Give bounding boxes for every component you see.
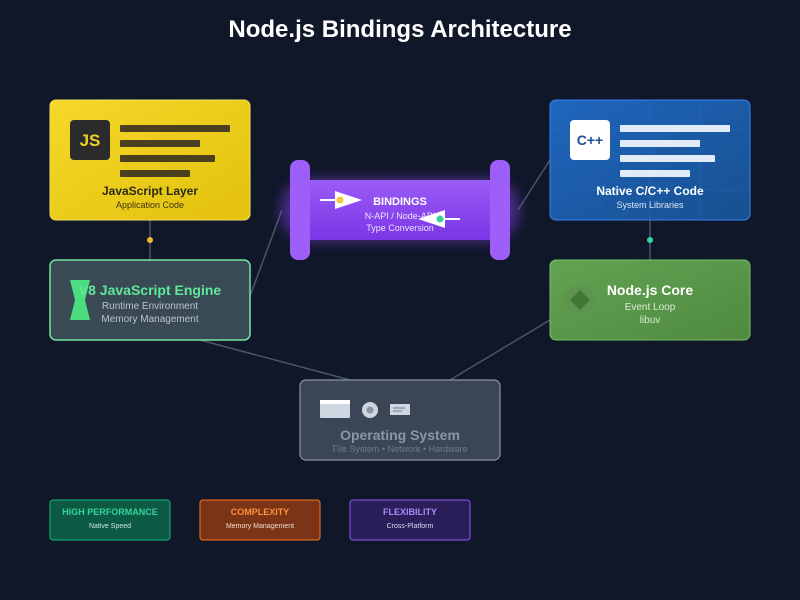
- node-core-line2: libuv: [640, 315, 661, 326]
- node-core-box: Node.js Core Event Loop libuv: [549, 259, 751, 341]
- v8-engine-box: V8 JavaScript Engine Runtime Environment…: [49, 259, 251, 341]
- cpp-layer-box: C++ Native C/C++ Code System Libraries: [549, 99, 751, 221]
- legend-high-performance-title: HIGH PERFORMANCE: [62, 507, 158, 517]
- os-title: Operating System: [340, 427, 460, 443]
- bindings-line2: Type Conversion: [366, 223, 434, 233]
- js-layer-title: JavaScript Layer: [102, 184, 198, 198]
- legend-flexibility-title: FLEXIBILITY: [383, 507, 437, 517]
- node-core-title: Node.js Core: [607, 282, 694, 298]
- cpp-layer-subtitle: System Libraries: [616, 200, 684, 210]
- legend-complexity-title: COMPLEXITY: [231, 507, 290, 517]
- legend-complexity-subtitle: Memory Management: [226, 523, 294, 530]
- connector-v8-bindings: [249, 209, 283, 297]
- js-layer-subtitle: Application Code: [116, 200, 184, 210]
- cpp-logo-icon: [570, 120, 610, 160]
- js-layer-box: JS JavaScript Layer Application Code: [49, 99, 251, 221]
- v8-engine-title: V8 JavaScript Engine: [79, 282, 222, 298]
- v8-engine-line1: Runtime Environment: [102, 301, 198, 312]
- legend-flexibility-subtitle: Cross-Platform: [387, 523, 434, 530]
- connector-dot-yellow: [147, 237, 153, 243]
- bridge-left-pillar: [290, 160, 310, 260]
- code-lines-icon: [620, 125, 730, 177]
- bridge-right-pillar: [490, 160, 510, 260]
- arrow-left-icon: [418, 210, 460, 228]
- connector-bindings-cpp: [517, 159, 551, 211]
- connector-core-os: [449, 319, 551, 381]
- node-diamond-icon: [570, 290, 590, 310]
- v8-engine-line2: Memory Management: [101, 314, 198, 325]
- bindings-bridge: BINDINGS N-API / Node-API Type Conversio…: [280, 160, 520, 260]
- os-box: Operating System File System • Network •…: [299, 379, 501, 461]
- connector-v8-os: [199, 339, 351, 381]
- os-subtitle: File System • Network • Hardware: [332, 444, 467, 454]
- js-logo-icon: [70, 120, 110, 160]
- connector-dot-teal: [647, 237, 653, 243]
- bindings-title: BINDINGS: [373, 196, 427, 208]
- legend-flexibility: FLEXIBILITY Cross-Platform: [349, 499, 471, 541]
- drive-icon: [390, 404, 410, 415]
- window-icon: [320, 400, 350, 418]
- legend-high-performance-subtitle: Native Speed: [89, 523, 131, 530]
- cpp-logo-text: C++: [577, 132, 603, 148]
- node-core-line1: Event Loop: [625, 302, 676, 313]
- page-title: Node.js Bindings Architecture: [228, 16, 572, 43]
- arrow-right-icon: [320, 191, 362, 209]
- code-lines-icon: [120, 125, 230, 177]
- legend-complexity: COMPLEXITY Memory Management: [199, 499, 321, 541]
- js-logo-text: JS: [80, 131, 101, 150]
- bindings-line1: N-API / Node-API: [365, 211, 436, 221]
- cpp-layer-title: Native C/C++ Code: [596, 184, 704, 198]
- legend-high-performance: HIGH PERFORMANCE Native Speed: [49, 499, 171, 541]
- disc-icon: [362, 402, 378, 418]
- v8-hourglass-icon: [70, 280, 90, 320]
